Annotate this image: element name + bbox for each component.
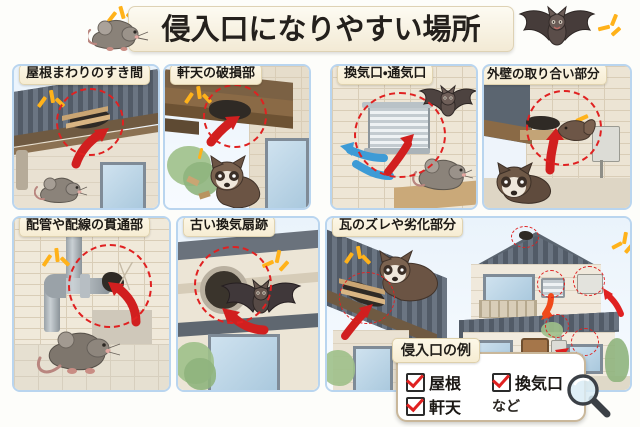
legend-item-eaves[interactable]: 軒天 xyxy=(406,394,492,418)
legend-title: 侵入口の例 xyxy=(392,338,480,363)
red-dashed-circle xyxy=(511,226,539,248)
legend-item-label: 屋根 xyxy=(429,374,462,393)
red-dashed-circle xyxy=(56,88,124,156)
checkbox-icon[interactable] xyxy=(406,372,425,392)
legend-etc-label: など xyxy=(492,399,520,415)
red-dashed-circle xyxy=(68,244,152,328)
legend-items: 屋根 換気口 軒天 など xyxy=(406,370,578,418)
raccoon-icon xyxy=(379,249,438,302)
legend-item-label: 軒天 xyxy=(429,398,462,417)
panel-illustration xyxy=(484,66,630,208)
bat-icon xyxy=(518,5,596,46)
panel-roof-gap[interactable]: 屋根まわりのすき間 xyxy=(12,64,160,210)
mouse-icon xyxy=(34,177,88,203)
red-dashed-circle xyxy=(203,84,267,148)
panel-illustration xyxy=(332,66,476,208)
red-dashed-circle xyxy=(339,272,395,324)
spark-icon xyxy=(597,13,628,40)
panel-illustration xyxy=(14,218,169,390)
panel-old-fan-hole[interactable]: 古い換気扇跡 xyxy=(176,216,320,392)
mouse-icon xyxy=(88,19,149,51)
red-dashed-circle xyxy=(354,92,446,178)
panel-title: 古い換気扇跡 xyxy=(183,218,276,238)
red-dashed-circle xyxy=(537,270,565,298)
checkbox-icon[interactable] xyxy=(492,372,511,392)
panel-pipe-penetration[interactable]: 配管や配線の貫通部 xyxy=(12,216,171,392)
red-dashed-circle xyxy=(545,314,569,338)
red-dashed-circle xyxy=(194,246,272,324)
panel-title: 屋根まわりのすき間 xyxy=(19,66,151,86)
panel-illustration xyxy=(14,66,158,208)
raccoon-icon xyxy=(210,154,261,208)
panel-title: 配管や配線の貫通部 xyxy=(19,218,151,238)
bat-icon xyxy=(418,84,476,117)
panel-wall-joint[interactable]: 外壁の取り合い部分 xyxy=(482,64,632,210)
panel-vent-opening[interactable]: 換気口・通気口 xyxy=(330,64,478,210)
legend-item-vent[interactable]: 換気口 xyxy=(492,370,563,394)
panel-title: 換気口・通気口 xyxy=(337,66,434,86)
checkbox-icon[interactable] xyxy=(406,396,425,416)
mouse-icon xyxy=(37,331,121,374)
panel-title: 瓦のズレや劣化部分 xyxy=(332,218,464,238)
red-dashed-circle xyxy=(573,266,605,296)
legend-box[interactable]: 侵入口の例 屋根 換気口 軒天 など xyxy=(392,338,586,422)
page-title: 侵入口になりやすい場所 xyxy=(128,6,514,52)
panel-title: 外壁の取り合い部分 xyxy=(484,66,607,85)
badger-icon xyxy=(496,161,552,204)
page-title-text: 侵入口になりやすい場所 xyxy=(161,11,481,46)
magnifier-icon xyxy=(567,374,611,418)
panel-illustration xyxy=(178,218,318,390)
panel-title: 軒天の破損部 xyxy=(170,66,263,86)
red-dashed-circle xyxy=(571,328,599,356)
legend-item-label: 換気口 xyxy=(515,374,564,393)
panel-eaves-damage[interactable]: 軒天の破損部 xyxy=(163,64,311,210)
panel-illustration xyxy=(165,66,309,208)
legend-item-roof[interactable]: 屋根 xyxy=(406,370,492,394)
header: 侵入口になりやすい場所 xyxy=(0,2,640,54)
red-dashed-circle xyxy=(526,90,602,166)
